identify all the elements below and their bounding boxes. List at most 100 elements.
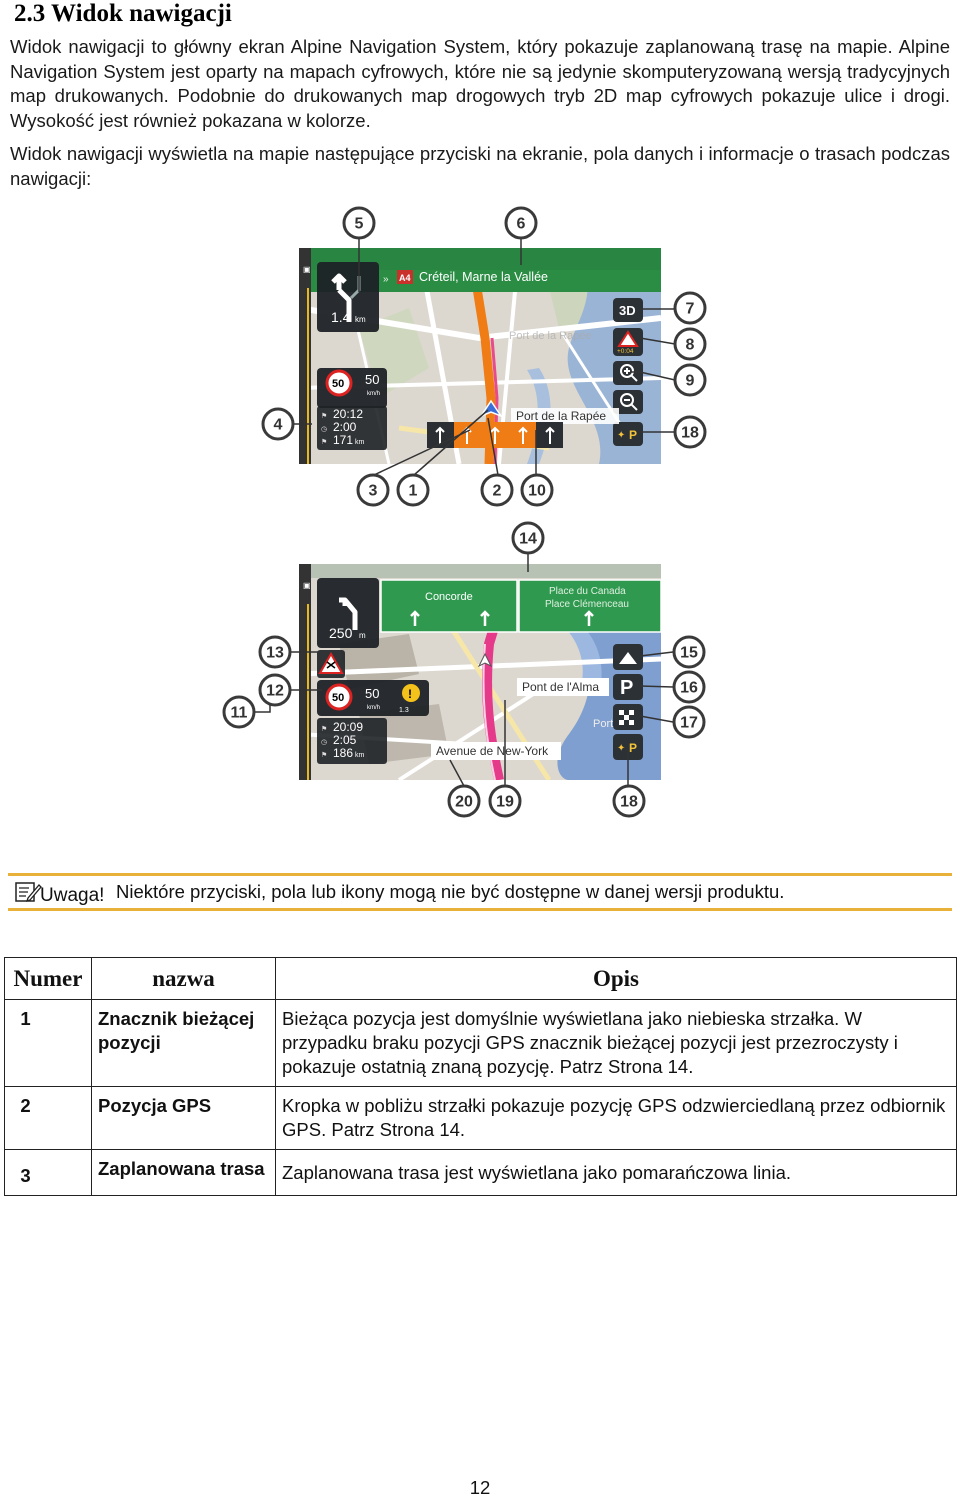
svg-text:!: !: [408, 687, 412, 701]
buttons-paragraph: Widok nawigacji wyświetla na mapie nastę…: [10, 143, 950, 189]
svg-text:P: P: [620, 677, 633, 699]
callout-circle: [673, 415, 707, 449]
arrival-time: 20:12: [333, 407, 363, 421]
map-label-2: Avenue de New-York: [436, 744, 549, 758]
remaining-time-2: 2:05: [333, 733, 357, 747]
row-description: Kropka w pobliżu strzałki pokazuje pozyc…: [275, 1086, 957, 1150]
road-badge: A4: [399, 273, 411, 283]
speed-limit: 50: [332, 378, 344, 390]
svg-text:✦: ✦: [617, 743, 625, 754]
callout-circle: [504, 206, 538, 240]
note-text: Niektóre przyciski, pola lub ikony mogą …: [116, 881, 785, 902]
sign-right-2: Place Clémenceau: [545, 599, 629, 610]
svg-text:⚑: ⚑: [321, 725, 327, 733]
callout-number: 9: [686, 373, 695, 390]
callout-circle: [673, 363, 707, 397]
callout-circle: [672, 670, 706, 704]
map-label-1: Pont de l'Alma: [522, 680, 599, 694]
svg-text:⚑: ⚑: [321, 751, 327, 759]
svg-text:▣: ▣: [303, 581, 311, 590]
remaining-distance-unit-2: km: [355, 752, 365, 759]
callout-circle: [258, 635, 292, 669]
arrival-time-2: 20:09: [333, 720, 363, 734]
row-name: Znacznik bieżącej pozycji: [91, 999, 276, 1087]
alert-distance: 1.3: [399, 707, 409, 714]
callout-circle: [672, 705, 706, 739]
callout-circle: [673, 291, 707, 325]
table-row: 2 Pozycja GPS Kropka w pobliżu strzałki …: [4, 1086, 957, 1150]
table-row: 1 Znacznik bieżącej pozycji Bieżąca pozy…: [4, 999, 957, 1087]
callout-number: 7: [686, 301, 695, 318]
callout-number: 14: [519, 531, 537, 548]
row-name: Zaplanowana trasa: [91, 1149, 276, 1196]
svg-text:▣: ▣: [303, 265, 311, 274]
callout-number: 8: [686, 337, 695, 354]
row-number: 2: [4, 1086, 92, 1150]
callout-circle: [612, 784, 646, 818]
callout-circle: [520, 473, 554, 507]
row-number: 3: [4, 1149, 92, 1196]
svg-text:»: »: [383, 274, 389, 285]
header-description: Opis: [275, 957, 957, 1000]
speed-unit: km/h: [367, 391, 380, 397]
callout-circle: [673, 327, 707, 361]
callout-number: 11: [231, 705, 248, 722]
callout-number: 17: [680, 715, 698, 732]
svg-text:P: P: [629, 741, 637, 755]
callout-circle: [342, 206, 376, 240]
header-name: nazwa: [91, 957, 276, 1000]
route-delay: +0:04: [617, 348, 634, 355]
callout-number: 15: [680, 645, 698, 662]
svg-text:◷: ◷: [321, 739, 327, 746]
svg-text:◷: ◷: [321, 426, 327, 433]
callout-number: 4: [274, 417, 283, 434]
turn-distance: 1.4: [331, 309, 351, 325]
svg-text:P: P: [629, 428, 637, 442]
row-description: Zaplanowana trasa jest wyświetlana jako …: [275, 1149, 957, 1196]
callout-circle: [356, 473, 390, 507]
current-speed: 50: [365, 372, 379, 387]
svg-text:✦: ✦: [617, 430, 625, 441]
row-name: Pozycja GPS: [91, 1086, 276, 1150]
callout-number: 6: [517, 216, 526, 233]
remaining-distance-2: 186: [333, 746, 353, 760]
page-number: 12: [469, 1477, 491, 1496]
table-row: 3 Zaplanowana trasa Zaplanowana trasa je…: [4, 1149, 957, 1196]
callout-number: 13: [266, 645, 284, 662]
callout-circle: [511, 521, 545, 555]
remaining-time: 2:00: [333, 420, 357, 434]
callout-number: 12: [266, 683, 284, 700]
map-label-3: Port: [593, 718, 613, 730]
callout-circle: [672, 635, 706, 669]
callout-number: 10: [528, 483, 546, 500]
description-table: Numer nazwa Opis 1 Znacznik bieżącej poz…: [4, 957, 957, 1196]
current-speed-2: 50: [365, 686, 379, 701]
note-pencil-icon: [15, 882, 42, 903]
svg-text:⚑: ⚑: [321, 412, 327, 420]
map-street-label: Port de la Rapée: [516, 409, 606, 423]
callout-number: 16: [680, 680, 698, 697]
navigation-screenshot-2: Concorde Place du Canada Place Clémencea…: [299, 564, 661, 780]
map-label-faded: Port de la Rapée: [509, 330, 592, 342]
callout-number: 18: [620, 794, 638, 811]
turn-distance-unit: km: [355, 315, 366, 324]
note-title: Uwaga!: [40, 885, 105, 906]
remaining-distance-unit: km: [355, 439, 365, 446]
callout-circle: [261, 407, 295, 441]
svg-text:⚑: ⚑: [321, 438, 327, 446]
intro-paragraph: Widok nawigacji to główny ekran Alpine N…: [10, 36, 950, 131]
callout-circle: [258, 673, 292, 707]
callout-number: 3: [369, 483, 378, 500]
row-description: Bieżąca pozycja jest domyślnie wyświetla…: [275, 999, 957, 1087]
callout-circle: [447, 784, 481, 818]
section-heading: 2.3 Widok nawigacji: [14, 0, 232, 27]
callout-number: 19: [496, 794, 514, 811]
callout-number: 18: [681, 425, 699, 442]
view-mode-button[interactable]: 3D: [619, 303, 636, 318]
sign-left: Concorde: [425, 591, 473, 603]
callout-circle: [488, 784, 522, 818]
next-street-name: Créteil, Marne la Vallée: [419, 270, 548, 284]
callout-circle: [222, 695, 256, 729]
note-box: Uwaga! Niektóre przyciski, pola lub ikon…: [8, 873, 952, 911]
